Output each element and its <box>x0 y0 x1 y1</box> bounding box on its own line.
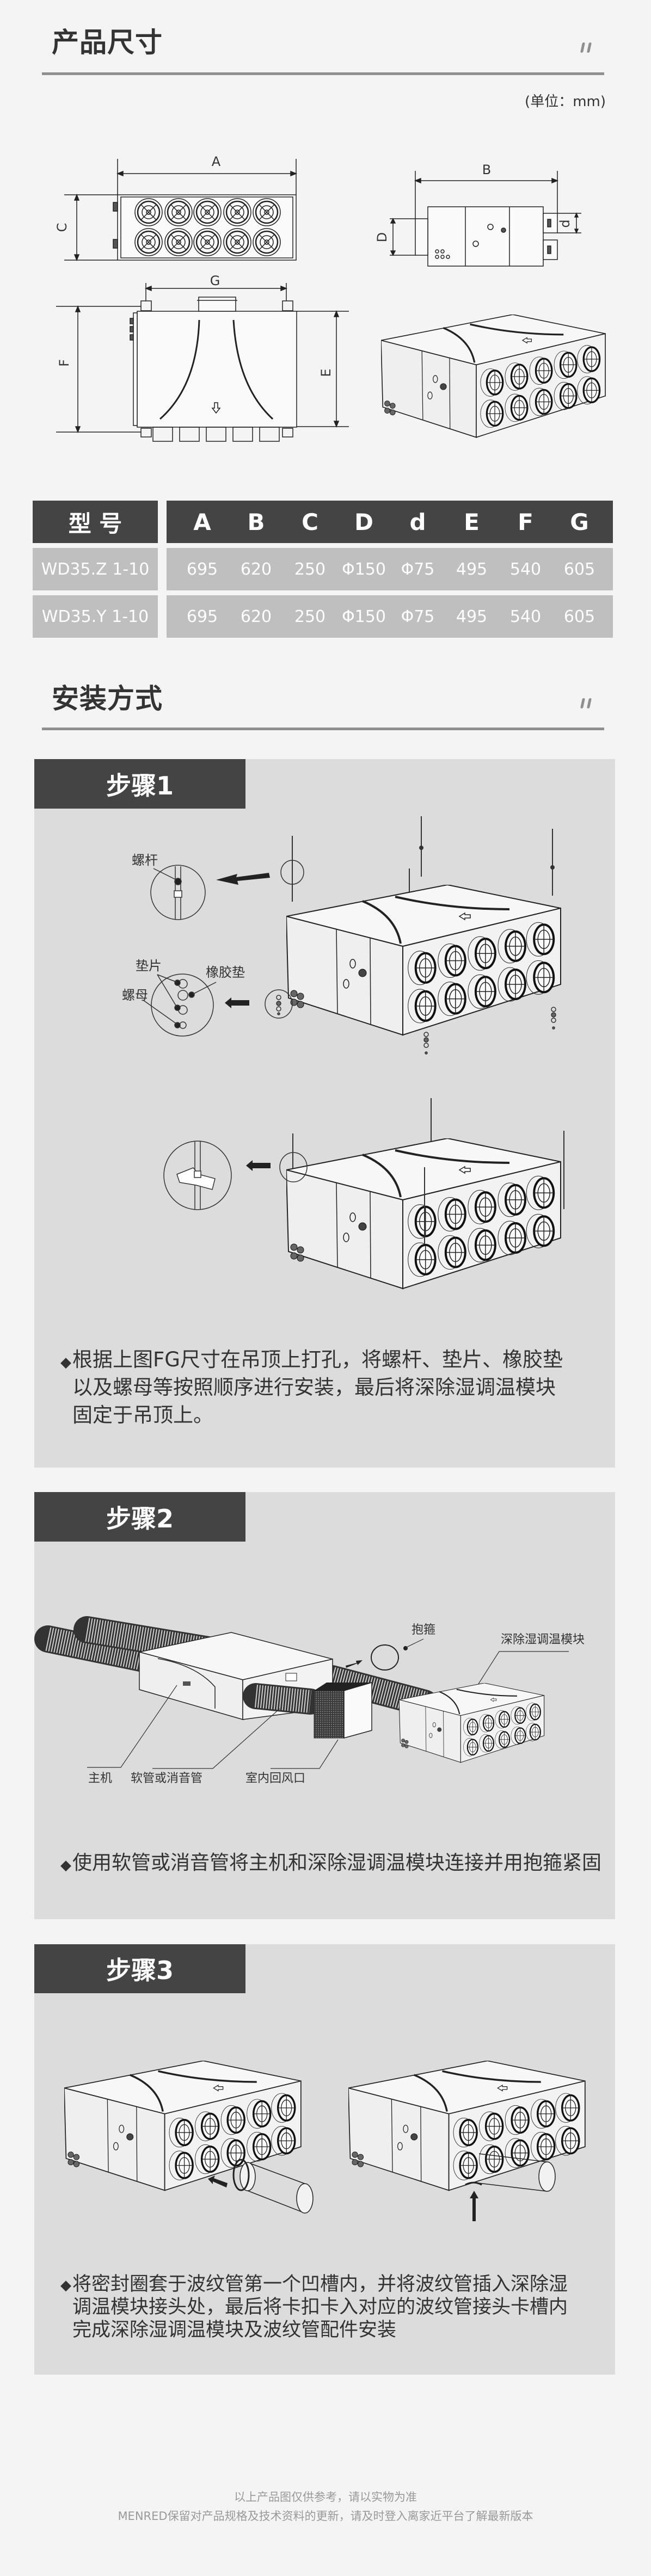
dimension-label-e: E <box>318 368 334 377</box>
step-2-panel: 步骤2 ◆ 使用软管或消音管将主机和深除湿调温模块连接并用抱箍紧固 <box>34 1492 615 1919</box>
top-view-drawing <box>64 159 298 262</box>
step-2-label: 步骤2 <box>34 1492 245 1542</box>
text-line: 固定于吊顶上。 <box>72 1403 213 1427</box>
diamond-bullet-icon: ◆ <box>60 2277 71 2294</box>
table-row-model: WD35.Z 1-10 <box>33 548 158 590</box>
unit-note: (单位：mm) <box>525 94 606 110</box>
fan-outlet-icon <box>134 198 163 226</box>
table-cell: 605 <box>563 607 595 626</box>
text-line: 以及螺母等按照顺序进行安装，最后将深除湿调温模块 <box>72 1376 556 1399</box>
section-divider <box>42 728 604 730</box>
fan-outlet-icon <box>164 228 193 256</box>
table-cell: 695 <box>186 559 218 579</box>
table-cell: Φ75 <box>401 607 435 626</box>
step-1-label: 步骤1 <box>34 759 245 809</box>
column-header: D <box>354 508 373 535</box>
table-cell: 605 <box>563 559 595 579</box>
fan-outlet-icon <box>193 198 222 226</box>
dimension-label-d: D <box>374 232 390 242</box>
dimension-label-f: F <box>57 359 72 367</box>
table-row-model: WD35.Y 1-10 <box>33 595 158 638</box>
step-1-description: ◆ 根据上图FG尺寸在吊顶上打孔，将螺杆、垫片、橡胶垫 以及螺母等按照顺序进行安… <box>60 1346 563 1429</box>
isometric-view-drawing <box>381 315 606 439</box>
table-cell: 540 <box>509 559 542 579</box>
dimension-label-b: B <box>482 162 491 177</box>
text-line: 将密封圈套于波纹管第一个凹槽内，并将波纹管插入深除湿 <box>72 2273 568 2295</box>
table-cell: 250 <box>294 607 326 626</box>
column-header: C <box>302 508 318 535</box>
fan-outlet-icon <box>223 228 251 256</box>
dimension-label-a: A <box>212 154 221 169</box>
table-cell: 540 <box>509 607 542 626</box>
table-cell: 495 <box>456 559 488 579</box>
diamond-bullet-icon: ◆ <box>60 1857 71 1874</box>
text-line: 根据上图FG尺寸在吊顶上打孔，将螺杆、垫片、橡胶垫 <box>72 1348 563 1371</box>
step-1-panel: 步骤1 ◆ 根据上图FG尺寸在吊顶上打孔，将螺杆、垫片、橡胶垫 以及螺母等按照顺… <box>34 759 615 1468</box>
column-header: E <box>464 508 480 535</box>
dimension-label-c: C <box>54 223 70 232</box>
column-header: G <box>570 508 589 535</box>
table-cell: Φ150 <box>342 607 386 626</box>
section-title-install: 安装方式 <box>52 683 163 714</box>
column-header: B <box>247 508 265 535</box>
fan-outlet-icon <box>223 198 251 226</box>
column-header: A <box>193 508 211 535</box>
quote-mark-icon <box>579 698 595 709</box>
footer-disclaimer: 以上产品图仅供参考，请以实物为准 <box>234 2491 417 2504</box>
text-line: 调温模块接头处，最后将卡扣卡入对应的波纹管接头卡槽内 <box>72 2296 568 2318</box>
side-view-drawing <box>390 171 581 267</box>
table-header-model: 型 号 <box>33 501 158 543</box>
dimension-label-g: G <box>210 273 220 288</box>
diamond-bullet-icon: ◆ <box>60 1354 71 1371</box>
step-2-description: ◆ 使用软管或消音管将主机和深除湿调温模块连接并用抱箍紧固 <box>60 1851 602 1875</box>
quote-mark-icon <box>579 42 595 53</box>
column-header: F <box>518 508 533 535</box>
table-cell: Φ150 <box>342 559 386 579</box>
table-cell: 620 <box>240 607 272 626</box>
step-3-description: ◆ 将密封圈套于波纹管第一个凹槽内，并将波纹管插入深除湿 调温模块接头处，最后将… <box>60 2273 568 2341</box>
column-header: d <box>409 508 426 535</box>
table-cell: Φ75 <box>401 559 435 579</box>
table-cell: 695 <box>186 607 218 626</box>
step-3-panel: 步骤3 ◆ 将密封圈套于波纹管第一个凹槽内，并将波纹管插入深除湿 调温模块接头处… <box>34 1944 615 2375</box>
table-header-row: A B C D d E F G <box>167 501 613 543</box>
table-row: 695 620 250 Φ150 Φ75 495 540 605 <box>167 595 613 638</box>
fan-outlet-icon <box>164 198 193 226</box>
fan-outlet-icon <box>253 228 281 256</box>
fan-outlet-icon <box>134 228 163 256</box>
section-title-dimensions: 产品尺寸 <box>52 27 163 58</box>
step-3-label: 步骤3 <box>34 1944 245 1993</box>
footer-update-notice: MENRED保留对产品规格及技术资料的更新，请及时登入离家近平台了解最新版本 <box>118 2510 533 2523</box>
text-line: 完成深除湿调温模块及波纹管配件安装 <box>72 2319 397 2341</box>
table-cell: 620 <box>240 559 272 579</box>
table-cell: 250 <box>294 559 326 579</box>
section-divider <box>42 72 604 75</box>
table-cell: 495 <box>456 607 488 626</box>
dimension-label-d-small: d <box>557 219 573 227</box>
fan-outlet-icon <box>193 228 222 256</box>
text-line: 使用软管或消音管将主机和深除湿调温模块连接并用抱箍紧固 <box>72 1852 602 1874</box>
table-row: 695 620 250 Φ150 Φ75 495 540 605 <box>167 548 613 590</box>
front-view-drawing <box>56 283 349 442</box>
fan-outlet-icon <box>253 198 281 226</box>
